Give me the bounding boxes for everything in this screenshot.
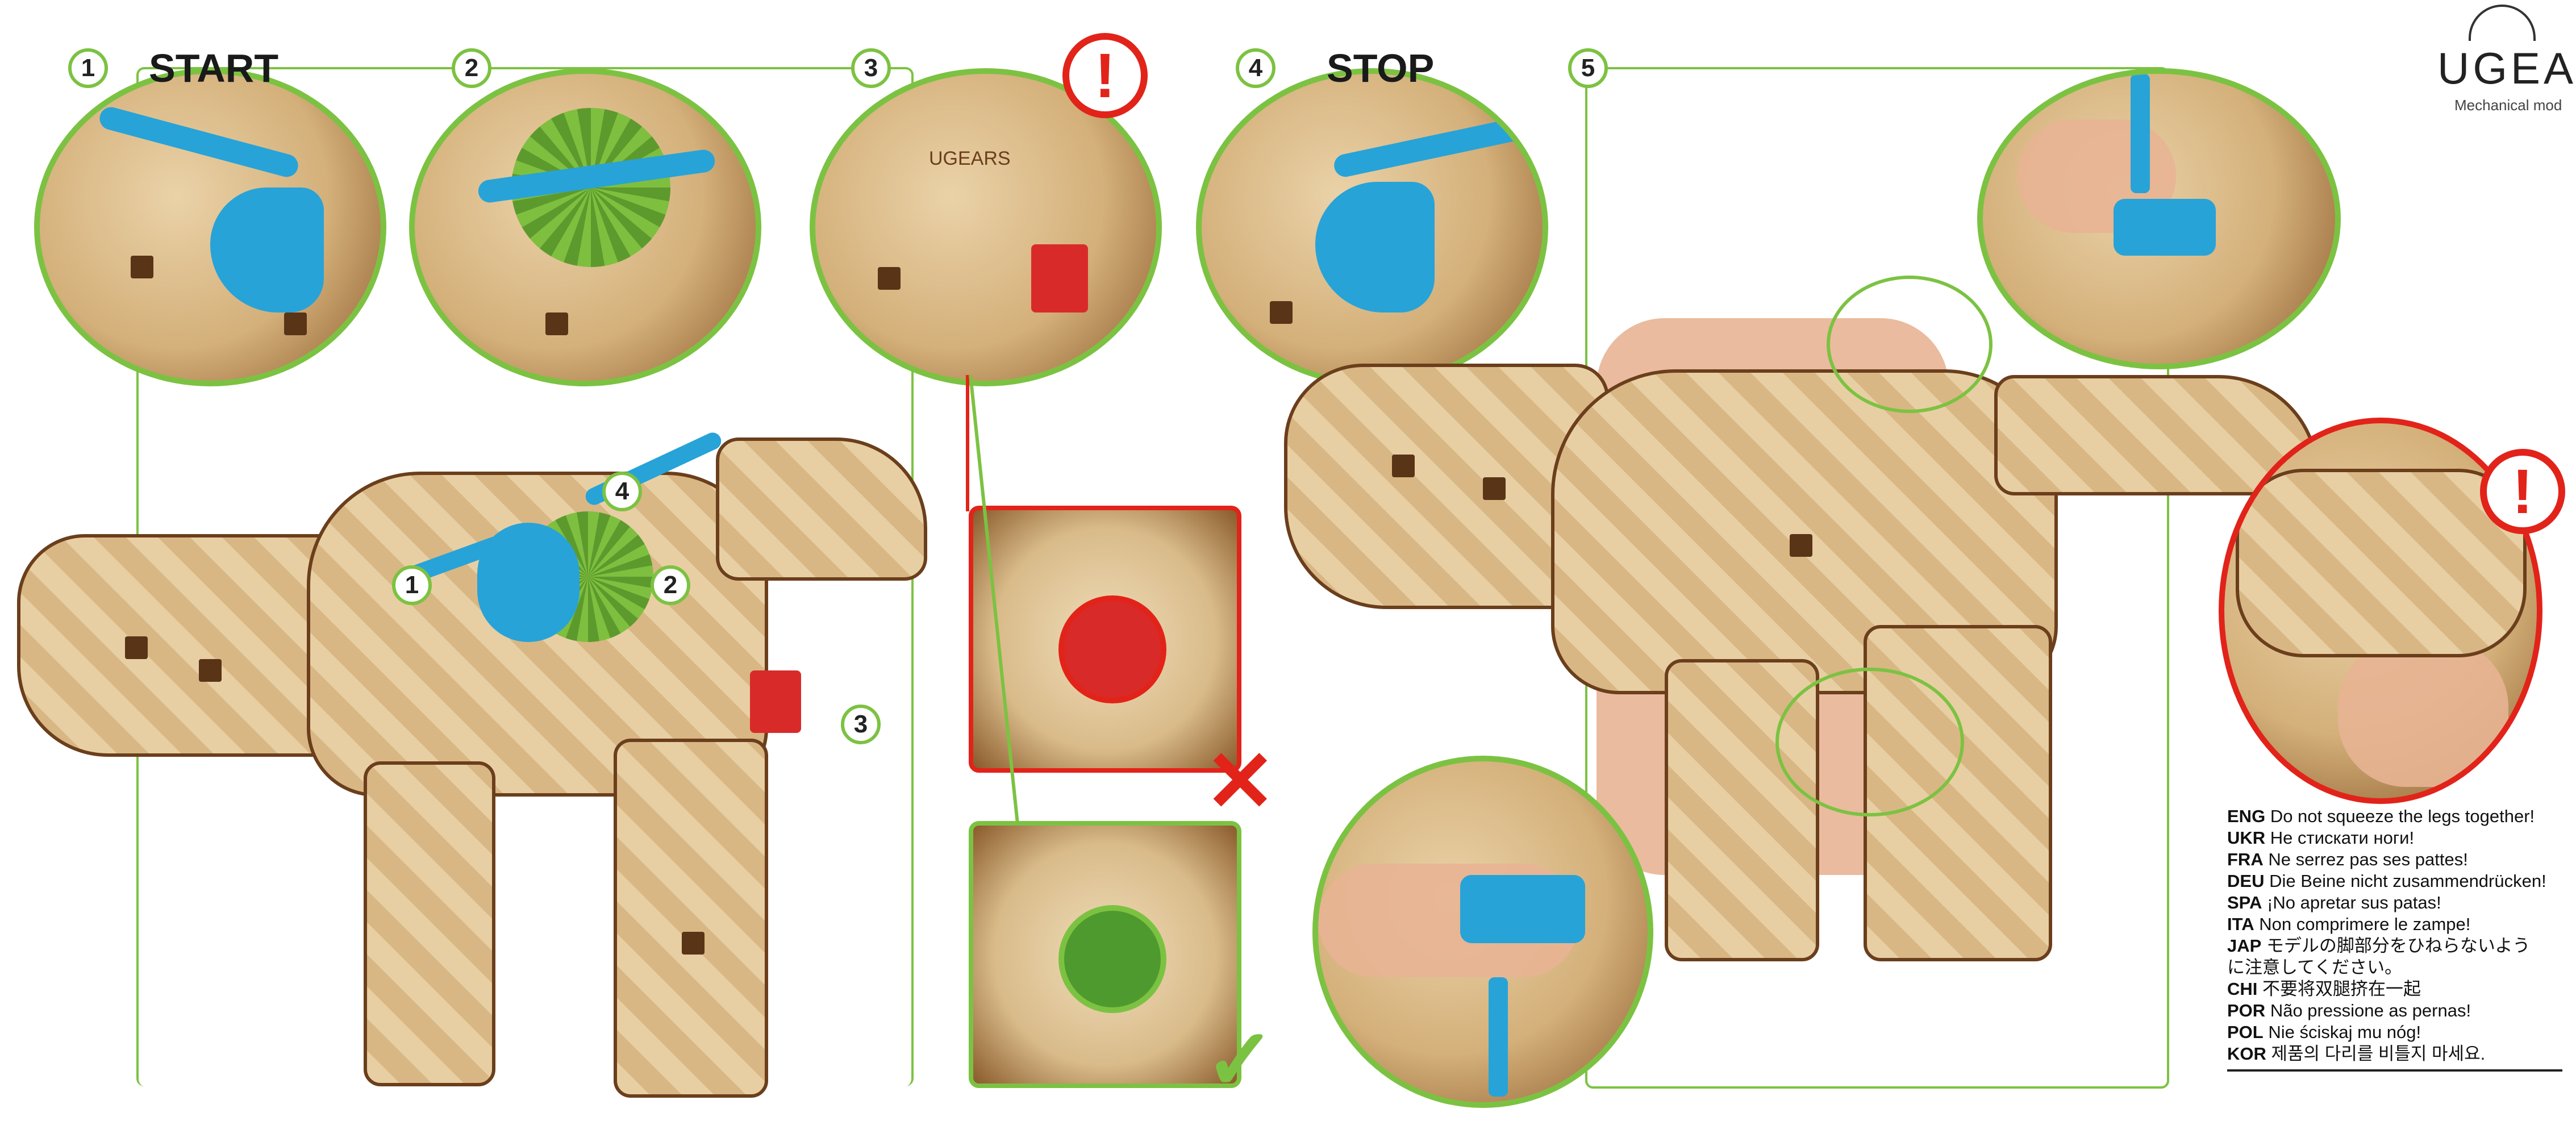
highlight-circle-bottom xyxy=(1775,668,1964,816)
hand xyxy=(2338,639,2508,787)
connector-line xyxy=(966,375,969,511)
warning-line: に注意してください。 xyxy=(2227,957,2568,978)
lever-part xyxy=(1460,875,1585,943)
red-lock-part xyxy=(1058,595,1166,703)
warning-icon-right: ! xyxy=(2480,449,2565,534)
lever-part xyxy=(2114,199,2216,256)
red-x-icon: ✕ xyxy=(1204,739,1276,824)
step4-title: STOP xyxy=(1327,45,1434,91)
warning-text-block: ENG Do not squeeze the legs together! UK… xyxy=(2227,806,2568,1065)
slot xyxy=(125,636,148,659)
step1-title: START xyxy=(149,45,278,91)
dino-tail xyxy=(716,437,927,581)
slot xyxy=(1790,534,1812,557)
warning-line: POR Não pressione as pernas! xyxy=(2227,1000,2568,1022)
step2-circle xyxy=(409,68,761,386)
warning-line: KOR 제품의 다리를 비틀지 마세요. xyxy=(2227,1043,2568,1065)
highlight-circle-top xyxy=(1827,276,1993,413)
squeeze-detail-bottom xyxy=(1312,756,1653,1108)
brand-name: UGEARS xyxy=(2437,43,2576,94)
slot xyxy=(284,312,307,335)
warning-line: UKR Не стискати ноги! xyxy=(2227,827,2568,849)
warning-line: CHI 不要将双腿挤在一起 xyxy=(2227,978,2568,1000)
warning-line: POL Nie ściskaj mu nóg! xyxy=(2227,1022,2568,1043)
push-arrow xyxy=(2131,74,2150,193)
slot xyxy=(131,256,153,278)
green-lock-part xyxy=(1058,905,1166,1013)
step4-number: 4 xyxy=(1236,48,1276,88)
slot xyxy=(199,659,222,682)
lever-part xyxy=(1315,182,1435,312)
push-arrow xyxy=(1489,977,1508,1097)
brand-tagline: Mechanical mod xyxy=(2454,97,2562,114)
red-lock-part xyxy=(1031,244,1088,312)
step1-circle xyxy=(34,68,386,386)
warning-line: ITA Non comprimere le zampe! xyxy=(2227,914,2568,935)
green-check-icon: ✓ xyxy=(1204,1017,1276,1102)
step2-number: 2 xyxy=(452,48,491,88)
callout-3: 3 xyxy=(841,705,881,744)
warning-line: ENG Do not squeeze the legs together! xyxy=(2227,806,2568,827)
dino-leg-front xyxy=(364,761,495,1086)
callout-2: 2 xyxy=(651,565,690,605)
dinosaur-model-left xyxy=(11,420,932,1102)
step1-number: 1 xyxy=(68,48,108,88)
slot xyxy=(878,267,901,290)
warning-line: DEU Die Beine nicht zusammendrücken! xyxy=(2227,870,2568,892)
warning-line: FRA Ne serrez pas ses pattes! xyxy=(2227,849,2568,870)
callout-4: 4 xyxy=(602,472,642,511)
warning-icon: ! xyxy=(1062,33,1148,118)
squeeze-detail-top xyxy=(1977,68,2341,369)
step5-number: 5 xyxy=(1568,48,1608,88)
slot xyxy=(1483,477,1506,500)
dino-leg-back xyxy=(614,739,768,1098)
correct-position-panel xyxy=(969,821,1241,1088)
slot xyxy=(545,312,568,335)
brand-imprint: UGEARS xyxy=(929,148,1011,170)
ugears-logo-icon xyxy=(2469,5,2536,41)
lever-part xyxy=(210,187,324,312)
red-lock-part xyxy=(750,670,801,733)
slot xyxy=(682,932,705,955)
rotate-arrow xyxy=(1332,116,1526,179)
rotate-arrow xyxy=(97,105,301,180)
step3-number: 3 xyxy=(851,48,891,88)
callout-1: 1 xyxy=(392,565,432,605)
warning-line: JAP モデルの脚部分をひねらないよう xyxy=(2227,935,2568,957)
warning-line: SPA ¡No apretar sus patas! xyxy=(2227,892,2568,914)
warning-underline xyxy=(2227,1069,2562,1072)
slot xyxy=(1392,455,1415,477)
